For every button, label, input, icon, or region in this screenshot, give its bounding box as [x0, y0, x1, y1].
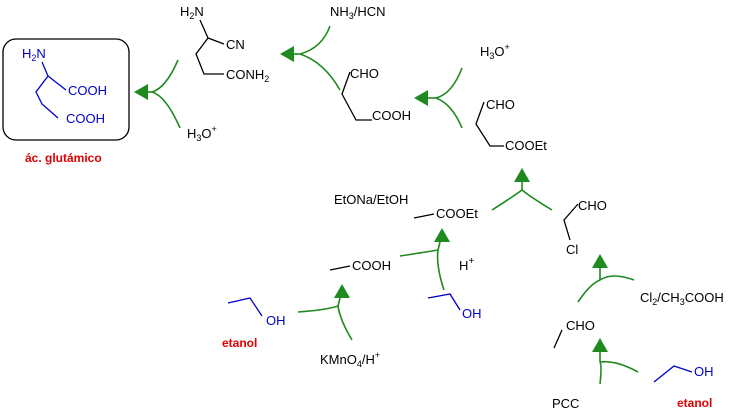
ethanol-1-hydroxyl: OH: [266, 313, 286, 328]
ethanol-3-bonds: [653, 365, 693, 383]
aminonitrile-structure: H2N CN CONH2: [180, 4, 269, 84]
aldehyde-acid-bonds: [341, 71, 372, 121]
chloroacetaldehyde-aldehyde: CHO: [578, 198, 607, 213]
aldehyde-acid-aldehyde: CHO: [350, 66, 379, 81]
glutamic-acid-alpha-carboxyl: COOH: [68, 83, 107, 98]
arrow-oxidation-acid: [297, 284, 353, 341]
aldehyde-acid-structure: CHO COOH: [341, 66, 411, 123]
glutamic-acid-amine: H2N: [22, 46, 46, 63]
ethanol-3-hydroxyl: OH: [694, 364, 714, 379]
product-box: [2, 38, 130, 141]
arrow-oxidation-pcc: [592, 338, 639, 385]
arrow-esterification: [399, 228, 450, 291]
acetaldehyde-structure: CHO: [553, 318, 595, 349]
ethanol-3-name: etanol: [677, 396, 712, 410]
acetic-acid-carboxyl: COOH: [352, 258, 391, 273]
ethyl-acetate-ester: COOEt: [436, 206, 478, 221]
aminonitrile-bonds: [195, 19, 224, 75]
ethanol-3-structure: OH: [653, 364, 714, 383]
arrow-ester-hydrolysis: [414, 67, 463, 129]
ethanol-1-structure: OH: [227, 297, 286, 328]
ethanol-1-name: etanol: [222, 336, 257, 350]
arrow-chlorination: [577, 254, 635, 303]
ethyl-acetate-bond: [413, 213, 435, 219]
reagent-condensation: EtONa/EtOH: [334, 192, 408, 207]
acetic-acid-structure: COOH: [329, 258, 391, 273]
reagent-strecker: NH3/HCN: [330, 4, 386, 21]
aldehyde-ester-structure: CHO COOEt: [475, 97, 547, 153]
arrow-strecker: [280, 25, 341, 91]
aminonitrile-nitrile: CN: [226, 37, 245, 52]
aldehyde-ester-ester: COOEt: [505, 138, 547, 153]
ethyl-acetate-structure: COOEt: [413, 206, 478, 221]
chloroacetaldehyde-chlorine: Cl: [566, 242, 578, 257]
aminonitrile-amide: CONH2: [226, 67, 269, 84]
acetaldehyde-bond: [553, 329, 563, 349]
reagent-hydrolysis-2: H3O+: [480, 42, 510, 61]
aldehyde-acid-carboxyl: COOH: [372, 108, 411, 123]
ethanol-2-structure: OH: [427, 293, 482, 321]
ethanol-1-bonds: [227, 297, 263, 317]
arrow-hydrolysis-to-product: [134, 59, 181, 129]
reagent-oxidation-acid: KMnO4/H+: [320, 350, 380, 369]
ethanol-2-hydroxyl: OH: [462, 306, 482, 321]
arrow-condensation: [491, 168, 553, 211]
reagent-hydrolysis-1: H3O+: [187, 124, 217, 143]
aldehyde-ester-bonds: [475, 101, 504, 147]
aminonitrile-cn-bond: [207, 37, 225, 45]
acetic-acid-bond: [329, 265, 351, 271]
glutamic-acid-structure: H2N COOH COOH: [22, 46, 107, 126]
chloroacetaldehyde-structure: CHO Cl: [563, 198, 607, 257]
glutamic-acid-carboxyl-bond: [47, 75, 67, 91]
reagent-chlorination: Cl2/CH3COOH: [640, 290, 724, 307]
reagent-oxidation-pcc: PCC: [552, 396, 579, 411]
ethanol-2-bonds: [427, 293, 461, 311]
glutamic-acid-side-carboxyl: COOH: [66, 111, 105, 126]
aldehyde-ester-aldehyde: CHO: [486, 97, 515, 112]
acetaldehyde-aldehyde: CHO: [566, 318, 595, 333]
glutamic-acid-bonds: [35, 61, 59, 119]
glutamic-acid-name: ác. glutámico: [25, 151, 102, 165]
aminonitrile-amine: H2N: [180, 4, 204, 21]
reagent-esterification: H+: [459, 256, 474, 273]
chloroacetaldehyde-bonds: [563, 203, 579, 241]
